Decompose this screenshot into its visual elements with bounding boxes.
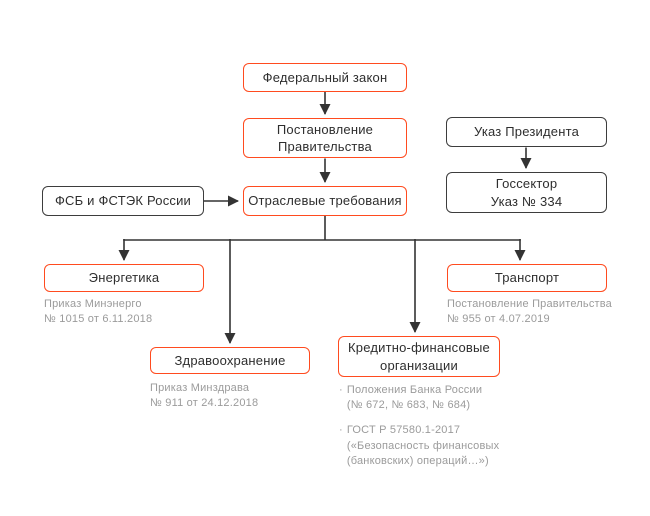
node-fsb-fstek: ФСБ и ФСТЭК России: [42, 186, 204, 216]
note-text: Положения Банка России (№ 672, № 683, № …: [346, 384, 483, 412]
node-industry-requirements: Отраслевые требования: [243, 186, 407, 216]
node-presidential-decree: Указ Президента: [446, 117, 607, 147]
node-energy: Энергетика: [44, 264, 204, 292]
note-text: ГОСТ Р 57580.1-2017 («Безопасность финан…: [346, 424, 500, 467]
note-healthcare: Приказ Минздрава № 911 от 24.12.2018: [150, 382, 259, 410]
note-credit-bank-regulations: · Положения Банка России (№ 672, № 683, …: [339, 383, 499, 413]
bullet-icon: ·: [339, 424, 343, 437]
node-credit-finance: Кредитно-финансовые организации: [338, 336, 500, 377]
note-transport: Постановление Правительства № 955 от 4.0…: [447, 298, 612, 326]
note-list-credit-finance: · Положения Банка России (№ 672, № 683, …: [339, 383, 499, 469]
node-transport: Транспорт: [447, 264, 607, 292]
node-federal-law: Федеральный закон: [243, 63, 407, 92]
bullet-icon: ·: [339, 384, 343, 396]
note-credit-gost: · ГОСТ Р 57580.1-2017 («Безопасность фин…: [339, 423, 499, 469]
note-energy: Приказ Минэнерго № 1015 от 6.11.2018: [44, 298, 153, 326]
node-gov-sector: Госсектор Указ № 334: [446, 172, 607, 213]
node-government-decree: Постановление Правительства: [243, 118, 407, 158]
node-healthcare: Здравоохранение: [150, 347, 310, 374]
